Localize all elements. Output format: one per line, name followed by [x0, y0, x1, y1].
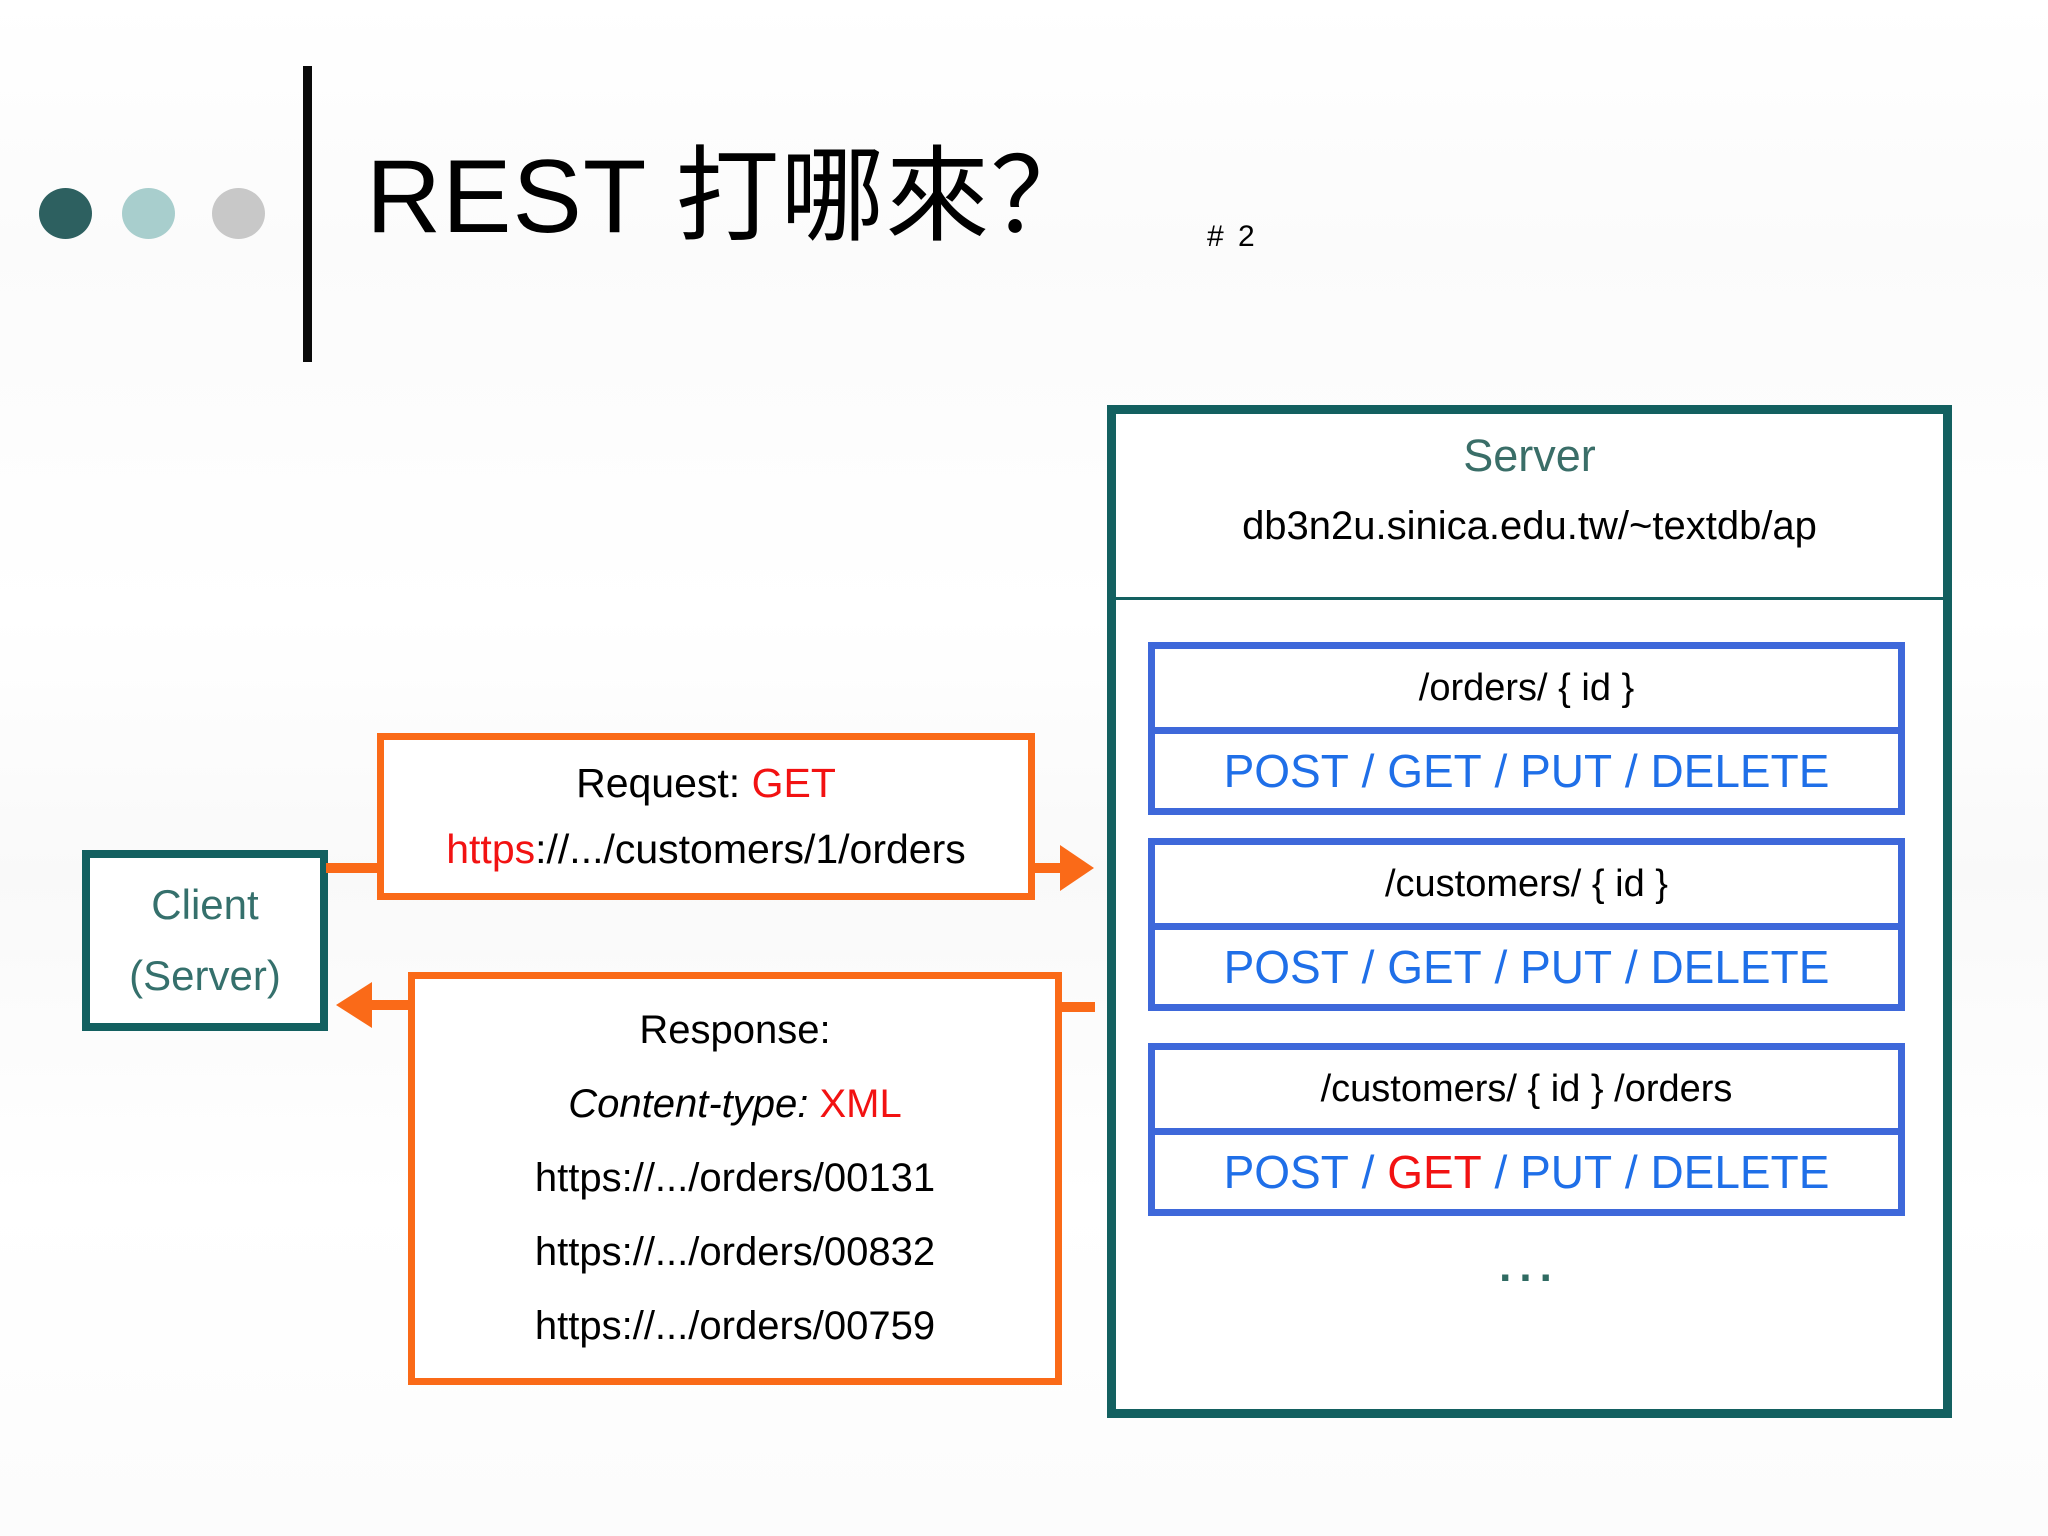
method-separator: /	[1348, 1146, 1388, 1198]
arrow-response-to-client	[372, 1000, 410, 1010]
method-label: PUT	[1520, 941, 1613, 993]
server-header: Server db3n2u.sinica.edu.tw/~textdb/ap	[1116, 414, 1943, 600]
method-label: DELETE	[1650, 745, 1830, 797]
response-url: https://.../orders/00759	[534, 1304, 936, 1348]
title-rule	[303, 66, 312, 362]
line-server-to-response	[1060, 1002, 1095, 1012]
resource-methods: POST / GET / PUT / DELETE	[1148, 923, 1905, 1011]
request-box: Request: GET https://.../customers/1/ord…	[377, 733, 1035, 900]
request-url: https://.../customers/1/orders	[446, 826, 966, 873]
request-label: Request:	[576, 759, 752, 806]
client-sublabel: (Server)	[129, 952, 281, 999]
server-host: db3n2u.sinica.edu.tw/~textdb/ap	[1242, 504, 1817, 548]
method-separator: /	[1612, 941, 1651, 993]
content-type-label: Content-type:	[568, 1082, 820, 1126]
response-content-type: Content-type: XML	[568, 1082, 902, 1127]
request-url-scheme: https	[446, 826, 536, 873]
slide-number: # 2	[1207, 220, 1258, 253]
resource-path: /customers/ { id }	[1148, 838, 1905, 930]
resource-path: /orders/ { id }	[1148, 642, 1905, 734]
method-label: GET	[1387, 1146, 1482, 1198]
method-label: GET	[1387, 941, 1482, 993]
arrow-request-to-server	[1033, 863, 1061, 873]
content-type-value: XML	[819, 1082, 902, 1126]
accent-dot-gray-icon	[212, 188, 265, 239]
accent-dot-light-icon	[122, 188, 175, 239]
server-title: Server	[1463, 430, 1596, 481]
method-separator: /	[1348, 941, 1388, 993]
resource-methods: POST / GET / PUT / DELETE	[1148, 1128, 1905, 1216]
method-separator: /	[1481, 745, 1521, 797]
resource-box: /customers/ { id }POST / GET / PUT / DEL…	[1148, 838, 1905, 1011]
method-separator: /	[1612, 1146, 1651, 1198]
method-separator: /	[1481, 941, 1521, 993]
server-ellipsis: ...	[1499, 1242, 1560, 1291]
request-url-rest: ://.../customers/1/orders	[535, 826, 966, 873]
line-client-to-request	[326, 863, 378, 873]
method-separator: /	[1481, 1146, 1521, 1198]
server-box: Server db3n2u.sinica.edu.tw/~textdb/ap /…	[1107, 405, 1952, 1418]
request-method: GET	[751, 759, 836, 806]
method-label: DELETE	[1650, 1146, 1830, 1198]
method-label: PUT	[1520, 1146, 1613, 1198]
response-box: Response: Content-type: XML https://.../…	[408, 972, 1062, 1385]
method-label: GET	[1387, 745, 1482, 797]
method-label: PUT	[1520, 745, 1613, 797]
client-label: Client	[151, 881, 259, 928]
response-url: https://.../orders/00832	[534, 1230, 936, 1274]
method-label: POST	[1223, 941, 1349, 993]
slide-title: REST 打哪來？	[366, 139, 1096, 255]
resource-methods: POST / GET / PUT / DELETE	[1148, 727, 1905, 815]
request-line: Request: GET	[576, 760, 836, 807]
method-separator: /	[1612, 745, 1651, 797]
arrowhead-right-icon	[1060, 845, 1094, 891]
method-label: POST	[1223, 745, 1349, 797]
arrowhead-left-icon	[336, 982, 372, 1028]
accent-dot-dark-icon	[39, 188, 92, 239]
client-box: Client (Server)	[82, 850, 328, 1031]
method-label: DELETE	[1650, 941, 1830, 993]
server-resources: /orders/ { id }POST / GET / PUT / DELETE…	[1116, 642, 1943, 1216]
resource-path: /customers/ { id } /orders	[1148, 1043, 1905, 1135]
method-separator: /	[1348, 745, 1388, 797]
resource-box: /orders/ { id }POST / GET / PUT / DELETE	[1148, 642, 1905, 815]
response-title: Response:	[639, 1008, 831, 1052]
response-url: https://.../orders/00131	[534, 1156, 936, 1200]
method-label: POST	[1223, 1146, 1349, 1198]
